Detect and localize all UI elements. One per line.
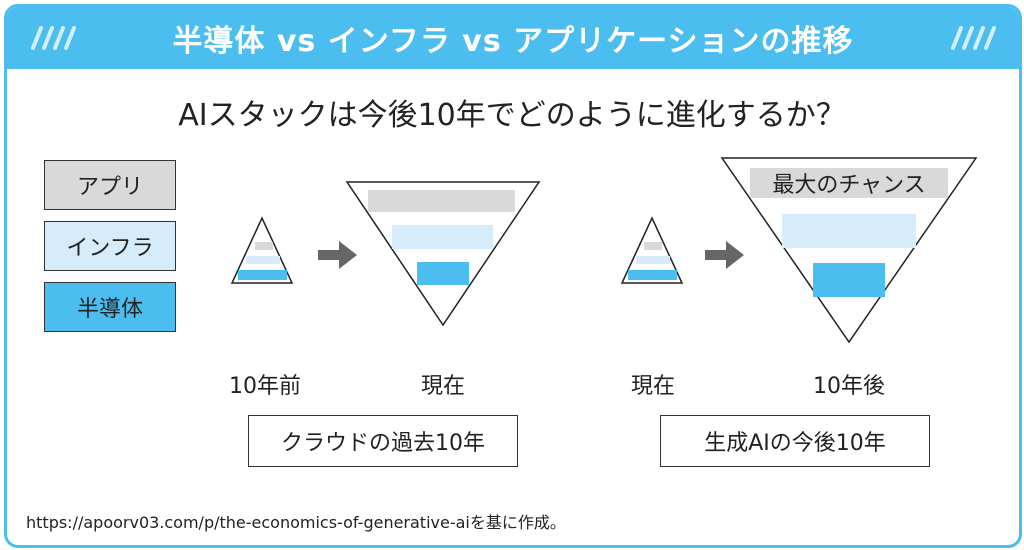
- subtitle: AIスタックは今後10年でどのように進化するか？: [178, 98, 846, 133]
- legend-item-infra: インフラ: [44, 221, 176, 271]
- pyramid-infra-layer: [636, 256, 670, 264]
- source-note: https://apoorv03.com/p/the-economics-of-…: [26, 513, 566, 532]
- arrow-icon: [318, 241, 357, 269]
- caption-cloud: クラウドの過去10年: [248, 415, 518, 467]
- big-opportunity-bar: [750, 168, 948, 198]
- inverted-pyramid-now: [345, 181, 541, 327]
- label-now-left: 現在: [420, 374, 465, 399]
- inverted-pyramid-ten-years-later: [720, 157, 978, 344]
- label-now-right: 現在: [630, 374, 675, 399]
- inverted-infra-layer: [392, 225, 493, 249]
- inverted-app-layer: [368, 190, 515, 212]
- label-ten-years-later: 10年後: [813, 374, 885, 399]
- pyramid-infra-layer: [246, 256, 280, 264]
- future-semi-layer: [813, 263, 885, 297]
- legend-item-semiconductor: 半導体: [44, 282, 176, 332]
- future-infra-layer: [782, 214, 916, 248]
- pyramid-ten-years-ago: [230, 216, 294, 284]
- inverted-semi-layer: [417, 262, 469, 285]
- caption-genai: 生成AIの今後10年: [660, 415, 930, 467]
- pyramid-semi-layer: [628, 270, 677, 280]
- label-ten-years-ago: 10年前: [229, 374, 301, 399]
- pyramid-now: [620, 216, 684, 284]
- header-bar: 半導体 vs インフラ vs アプリケーションの推移: [7, 7, 1019, 69]
- decorative-slashes-icon: [31, 26, 76, 50]
- pyramid-app-layer: [255, 242, 273, 250]
- arrow-icon: [705, 241, 744, 269]
- decorative-slashes-icon: [951, 26, 996, 50]
- page-title: 半導体 vs インフラ vs アプリケーションの推移: [172, 24, 854, 59]
- big-opportunity-label: 最大のチャンス: [772, 173, 925, 198]
- legend-item-app: アプリ: [44, 160, 176, 210]
- pyramid-app-layer: [644, 242, 662, 250]
- pyramid-semi-layer: [238, 270, 287, 280]
